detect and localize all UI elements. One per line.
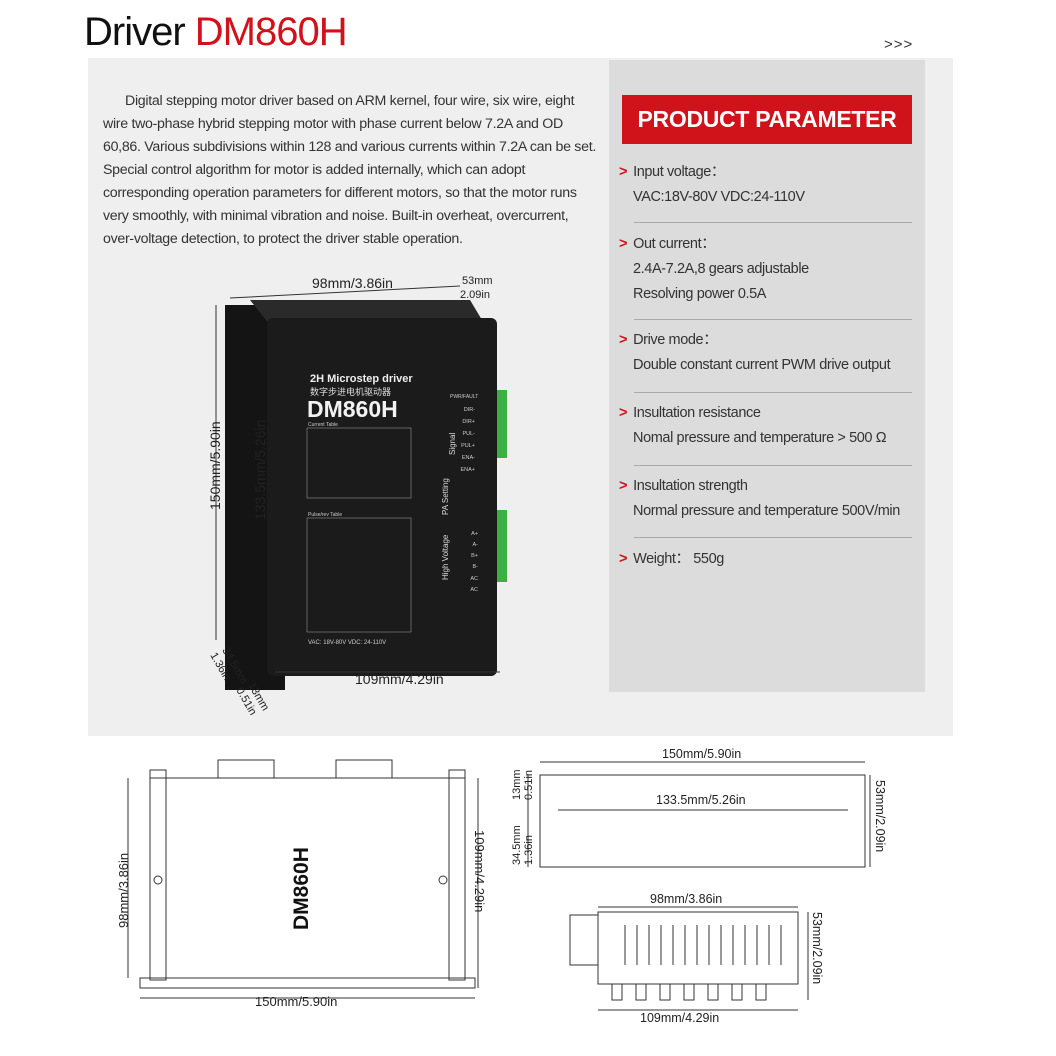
pin-label-a-plus: A+ [471, 531, 478, 537]
arrow-icon: > [619, 405, 628, 421]
arrow-icon: > [619, 164, 628, 180]
signal-connector [497, 390, 507, 458]
dim-width-top: 98mm/3.86in [312, 275, 393, 291]
pulse-table [306, 517, 412, 633]
param-value: Normal pressure and temperature 500V/min [633, 503, 900, 519]
param-label: Insultation strength [633, 478, 748, 494]
parameter-title: PRODUCT PARAMETER [622, 95, 912, 144]
arrow-icon: > [619, 551, 628, 567]
param-label: Drive mode： [633, 332, 718, 348]
dim-bottom: 109mm/4.29in [355, 671, 444, 687]
end-dim-bottom: 109mm/4.29in [640, 1011, 719, 1025]
param-value: Double constant current PWM drive output [633, 357, 891, 373]
param-out-current: > Out current： 2.4A-7.2A,8 gears adjustabl… [619, 232, 809, 307]
group-pa: PA Setting [441, 478, 450, 515]
device-model: DM860H [307, 396, 398, 422]
front-dim-height: 98mm/3.86in [116, 853, 131, 928]
pin-label-dir-plus: DIR+ [462, 419, 475, 425]
param-weight: > Weight： 550g [619, 547, 724, 572]
divider [634, 222, 912, 223]
front-model-label: DM860H [290, 847, 313, 930]
divider [634, 319, 912, 320]
side-dim-a-in: 0.51in [523, 770, 535, 800]
pin-label-b-minus: B- [473, 564, 479, 570]
dim-height: 150mm/5.90in [207, 421, 223, 510]
front-dim-width: 150mm/5.90in [255, 994, 337, 1009]
param-input-voltage: > Input voltage： VAC:18V-80V VDC:24-110V [619, 160, 805, 210]
voltage-note: VAC: 18V-80V VDC: 24-110V [308, 640, 386, 646]
pin-label-ac-2: AC [470, 587, 478, 593]
param-value: Nomal pressure and temperature > 500 Ω [633, 430, 887, 446]
param-value: 2.4A-7.2A,8 gears adjustable [633, 261, 809, 277]
arrow-icon: > [619, 332, 628, 348]
current-table-label: Current Table [308, 422, 338, 428]
param-drive-mode: > Drive mode： Double constant current PWM … [619, 328, 891, 378]
param-label: Out current： [633, 236, 716, 252]
group-signal: Signal [448, 433, 457, 455]
pulse-table-label: Pulse/rev Table [308, 512, 342, 518]
pin-label-b-plus: B+ [471, 553, 478, 559]
divider [634, 465, 912, 466]
end-dim-height: 53mm/2.09in [810, 912, 824, 984]
title-prefix: Driver [84, 10, 186, 54]
pin-label-ena-minus: ENA- [462, 455, 475, 461]
page-title: Driver DM860H [84, 10, 348, 55]
side-dim-a-mm: 13mm [511, 769, 523, 800]
product-description: Digital stepping motor driver based on A… [103, 93, 596, 247]
more-link[interactable]: >>> [884, 36, 914, 53]
param-label: Weight： 550g [633, 551, 724, 567]
dim-depth-mm: 53mm [462, 275, 493, 287]
pin-label-ac-1: AC [470, 576, 478, 582]
param-value: Resolving power 0.5A [633, 286, 767, 302]
title-model: DM860H [194, 10, 348, 54]
side-dim-inner: 133.5mm/5.26in [656, 793, 746, 807]
side-dim-height: 53mm/2.09in [873, 780, 887, 852]
device-subtitle: 2H Microstep driver [310, 373, 413, 385]
pin-label: PWR/FAULT [450, 394, 478, 400]
power-connector [497, 510, 507, 582]
arrow-icon: > [619, 236, 628, 252]
param-value: VAC:18V-80V VDC:24-110V [633, 189, 805, 205]
current-table [306, 427, 412, 499]
side-dim-b-mm: 34.5mm [511, 825, 523, 865]
end-view-drawing [569, 906, 809, 1011]
pin-label-dir-minus: DIR- [464, 407, 475, 413]
pin-label-a-minus: A- [473, 542, 479, 548]
divider [634, 537, 912, 538]
side-dim-b-in: 1.36in [523, 835, 535, 865]
param-label: Input voltage： [633, 164, 726, 180]
side-dim-total: 150mm/5.90in [662, 747, 741, 761]
parameter-panel: PRODUCT PARAMETER > Input voltage： VAC:18V… [609, 60, 925, 692]
group-hv: High Voltage [441, 534, 450, 580]
pin-label-ena-plus: ENA+ [460, 467, 475, 473]
arrow-icon: > [619, 478, 628, 494]
dim-inner-height: 133.5mm/5.26in [252, 420, 268, 520]
end-dim-top: 98mm/3.86in [650, 892, 722, 906]
front-dim-right: 109mm/4.29in [472, 830, 487, 912]
photo-dimension-lines [215, 285, 500, 673]
side-view-drawing [527, 761, 871, 868]
front-view-drawing [127, 759, 479, 999]
device-front [267, 318, 497, 676]
dim-depth-in: 2.09in [460, 289, 490, 301]
pin-label-pul-plus: PUL+ [461, 443, 475, 449]
pin-label-pul-minus: PUL- [462, 431, 475, 437]
driver-device: 2H Microstep driver 数字步进电机驱动器 DM860H Cur… [225, 300, 507, 690]
param-label: Insultation resistance [633, 405, 761, 421]
device-subtitle-cn: 数字步进电机驱动器 [310, 386, 391, 397]
divider [634, 392, 912, 393]
